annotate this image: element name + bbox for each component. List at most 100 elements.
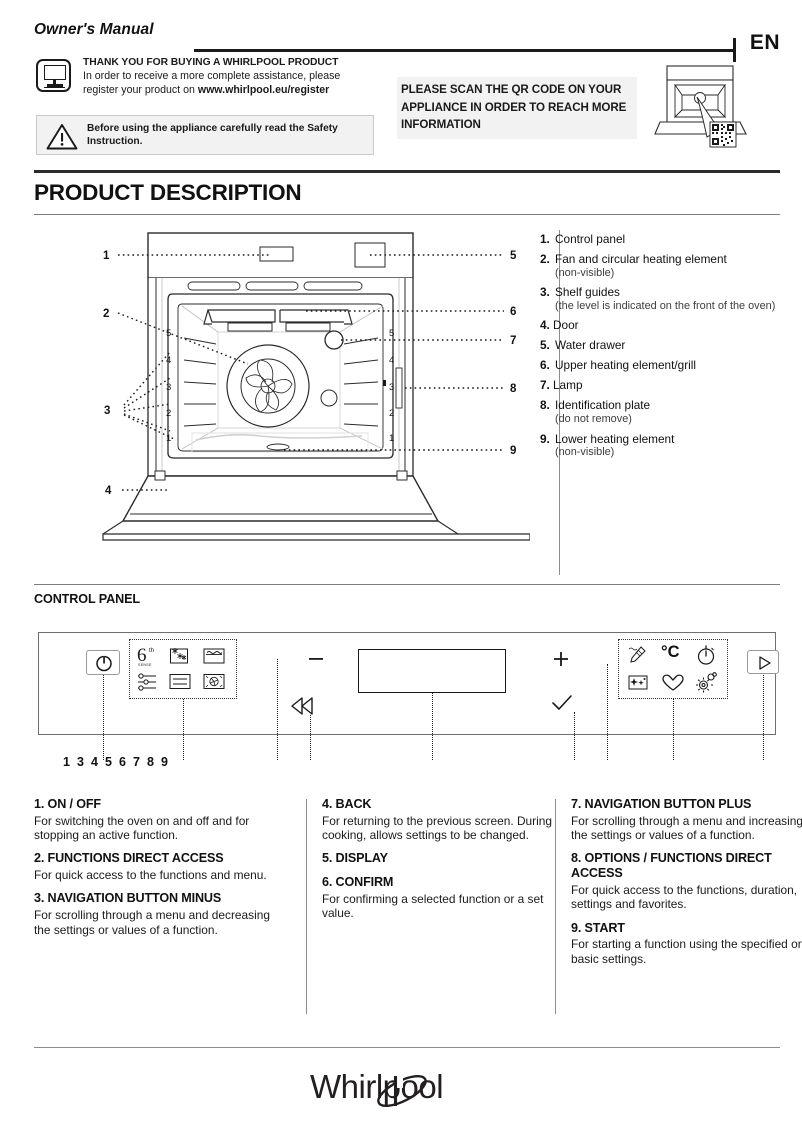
legend-item: 8. Identification plate(do not remove) — [540, 398, 790, 426]
desc-heading: 7. NAVIGATION BUTTON PLUS — [571, 797, 752, 811]
register-body: In order to receive a more complete assi… — [83, 70, 378, 97]
plus-button[interactable] — [551, 649, 571, 669]
legend-number: 5. — [540, 338, 550, 353]
register-title: THANK YOU FOR BUYING A WHIRLPOOL PRODUCT — [83, 57, 339, 68]
display-screen — [358, 649, 506, 693]
defrost-icon[interactable] — [168, 646, 190, 665]
language-code: EN — [749, 31, 780, 54]
leader-line — [103, 675, 104, 760]
svg-text:3: 3 — [389, 382, 394, 393]
qr-instruction-text: PLEASE SCAN THE QR CODE ON YOUR APPLIANC… — [397, 77, 637, 139]
leader-line — [310, 715, 311, 760]
legend-number: 9. — [540, 431, 550, 446]
desc-heading: 4. BACK — [322, 797, 372, 811]
button-descriptions: 1. ON / OFF For switching the oven on an… — [34, 797, 802, 1022]
sixth-sense-icon[interactable]: 6 th SENSE — [136, 644, 162, 668]
legend-item: 1. Control panel — [540, 232, 790, 247]
page-header: Owner's Manual EN — [34, 18, 780, 62]
legend-label: Control panel — [555, 232, 626, 246]
minus-button[interactable] — [306, 654, 326, 664]
desc-heading: 3. NAVIGATION BUTTON MINUS — [34, 891, 222, 906]
product-description-heading-block: PRODUCT DESCRIPTION — [34, 170, 780, 215]
settings-gear-icon[interactable] — [695, 672, 718, 693]
desc-body: For scrolling through a menu and increas… — [571, 813, 802, 843]
svg-text:5: 5 — [510, 250, 517, 262]
legend-item: 9. Lower heating element(non-visible) — [540, 432, 790, 460]
legend-item: 4. Door — [540, 318, 790, 333]
oven-diagram: 543 21 543 21 — [102, 232, 530, 541]
timer-icon[interactable] — [695, 644, 717, 666]
temperature-celsius-icon[interactable]: °C — [661, 643, 680, 661]
legend-number: 1. — [540, 232, 550, 246]
brand-logo: Whirlpool — [0, 1062, 802, 1114]
figure-divider — [559, 230, 561, 575]
meat-probe-icon[interactable] — [627, 645, 649, 665]
svg-text:6: 6 — [510, 306, 516, 318]
control-panel-figure: 6 th SENSE — [34, 615, 780, 795]
svg-text:Whirlpool: Whirlpool — [310, 1068, 443, 1105]
power-button[interactable] — [86, 650, 120, 675]
owners-manual-label: Owner's Manual — [34, 21, 154, 38]
desc-heading: 9. START — [571, 920, 625, 935]
svg-text:2: 2 — [166, 408, 171, 419]
cp-number-5: 5 — [105, 755, 112, 769]
monitor-icon — [36, 59, 71, 92]
cp-number-8: 8 — [147, 755, 154, 769]
legend-label: Water drawer — [555, 338, 626, 353]
legend-label: Fan and circular heating element(non-vis… — [555, 252, 727, 280]
legend-sub: (non-visible) — [555, 446, 615, 459]
grill-icon[interactable] — [202, 646, 226, 665]
svg-text:4: 4 — [389, 355, 394, 366]
legend-label: Door — [553, 318, 579, 333]
leader-line — [574, 712, 575, 760]
desc-heading: 8. OPTIONS / FUNCTIONS DIRECT ACCESS — [571, 851, 772, 881]
desc-heading: 5. DISPLAY — [322, 851, 388, 866]
page-title: PRODUCT DESCRIPTION — [34, 179, 302, 205]
legend-label: Identification plate(do not remove) — [555, 398, 650, 426]
svg-text:3: 3 — [166, 382, 171, 393]
register-url: www.whirlpool.eu/register — [197, 83, 330, 96]
legend-number: 7. — [540, 378, 550, 393]
cp-number-6: 6 — [119, 755, 126, 769]
legend-number: 4. — [540, 318, 550, 333]
cp-number-4: 4 — [91, 755, 98, 769]
cp-number-3: 3 — [77, 755, 84, 769]
desc-heading: 2. FUNCTIONS DIRECT ACCESS — [34, 851, 224, 866]
svg-text:7: 7 — [510, 335, 516, 347]
leader-line — [183, 699, 184, 760]
description-column-3: 7. NAVIGATION BUTTON PLUS For scrolling … — [571, 797, 802, 966]
desc-body: For switching the oven on and off and fo… — [34, 813, 250, 843]
forced-air-icon[interactable] — [202, 672, 226, 691]
whirlpool-logo-icon: Whirlpool — [310, 1068, 444, 1107]
back-button[interactable] — [289, 695, 315, 717]
cp-number-9: 9 — [161, 755, 168, 769]
legend-number: 6. — [540, 358, 550, 373]
desc-body: For confirming a selected function or a … — [322, 891, 544, 921]
legend-label: Shelf guides(the level is indicated on t… — [555, 285, 775, 313]
legend-main: Identification plate — [555, 398, 651, 413]
legend-sub: (the level is indicated on the front of … — [555, 299, 776, 312]
desc-heading: 1. ON / OFF — [34, 797, 101, 811]
leader-line — [673, 699, 674, 760]
functions-direct-access-group[interactable]: 6 th SENSE — [129, 639, 237, 699]
svg-text:SENSE: SENSE — [138, 663, 152, 667]
legend-sub: (non-visible) — [555, 266, 615, 279]
start-button[interactable] — [747, 650, 779, 674]
confirm-button[interactable] — [550, 693, 574, 713]
conventional-bake-icon[interactable] — [168, 672, 192, 691]
svg-text:1: 1 — [103, 250, 110, 262]
svg-text:4: 4 — [166, 355, 171, 366]
svg-text:9: 9 — [510, 445, 516, 457]
legend-main: Lower heating element — [555, 431, 675, 446]
play-icon — [759, 656, 771, 670]
clean-sparkle-icon[interactable] — [627, 673, 650, 692]
desc-body: For returning to the previous screen. Du… — [322, 813, 552, 843]
column-divider — [306, 799, 308, 1014]
legend-main: Fan and circular heating element — [555, 252, 727, 266]
options-direct-access-group[interactable]: °C — [618, 639, 728, 699]
svg-text:3: 3 — [104, 405, 110, 417]
menu-list-icon[interactable] — [136, 672, 160, 692]
favorites-heart-icon[interactable] — [661, 673, 685, 693]
